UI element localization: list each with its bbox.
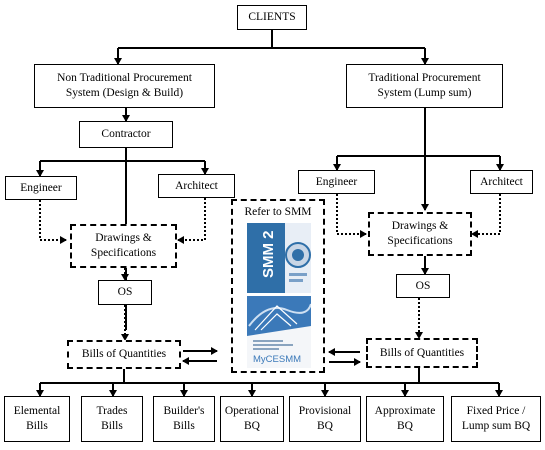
traditional-procurement-node: Traditional Procurement System (Lump sum… (346, 64, 503, 108)
smm-reference-label: Refer to SMM (244, 206, 312, 218)
contractor-node: Contractor (79, 121, 173, 148)
engineer-right-node: Engineer (298, 170, 375, 194)
drawings-specifications-right-node: Drawings & Specifications (368, 212, 472, 256)
output-approximate-bq: Approximate BQ (366, 396, 444, 442)
dotted-engineer-right-to-drawings (336, 194, 367, 238)
os-right-node: OS (396, 274, 450, 298)
output-elemental-bills: Elemental Bills (4, 396, 70, 442)
mycesmm-cover-text: MyCESMM (253, 354, 301, 365)
architect-left-node: Architect (158, 174, 235, 198)
bills-of-quantities-left-node: Bills of Quantities (67, 340, 181, 369)
dotted-architect-left-to-drawings (177, 198, 206, 244)
drawings-specifications-left-node: Drawings & Specifications (70, 224, 177, 268)
bills-of-quantities-right-node: Bills of Quantities (366, 338, 478, 368)
non-traditional-procurement-node: Non Traditional Procurement System (Desi… (34, 64, 215, 108)
output-operational-bq: Operational BQ (220, 396, 284, 442)
architect-right-node: Architect (470, 170, 533, 194)
engineer-left-node: Engineer (5, 176, 77, 200)
output-provisional-bq: Provisional BQ (289, 396, 361, 442)
dotted-architect-right-to-drawings (471, 194, 501, 238)
smm2-book-cover: SMM 2 (247, 223, 311, 293)
smm2-cover-art: SMM 2 (247, 223, 311, 293)
os-left-node: OS (98, 280, 152, 305)
output-trades-bills: Trades Bills (81, 396, 143, 442)
smm-reference-panel: Refer to SMM SMM 2 (231, 199, 325, 373)
mycesmm-cover-art: MyCESMM (247, 296, 311, 368)
output-builders-bills: Builder's Bills (153, 396, 215, 442)
dotted-engineer-left-to-drawings (39, 200, 67, 244)
output-fixed-price-lump-sum-bq: Fixed Price / Lump sum BQ (451, 396, 541, 442)
mycesmm-book-cover: MyCESMM (247, 296, 311, 368)
smm2-cover-text: SMM 2 (260, 230, 277, 278)
clients-node: CLIENTS (237, 5, 307, 30)
